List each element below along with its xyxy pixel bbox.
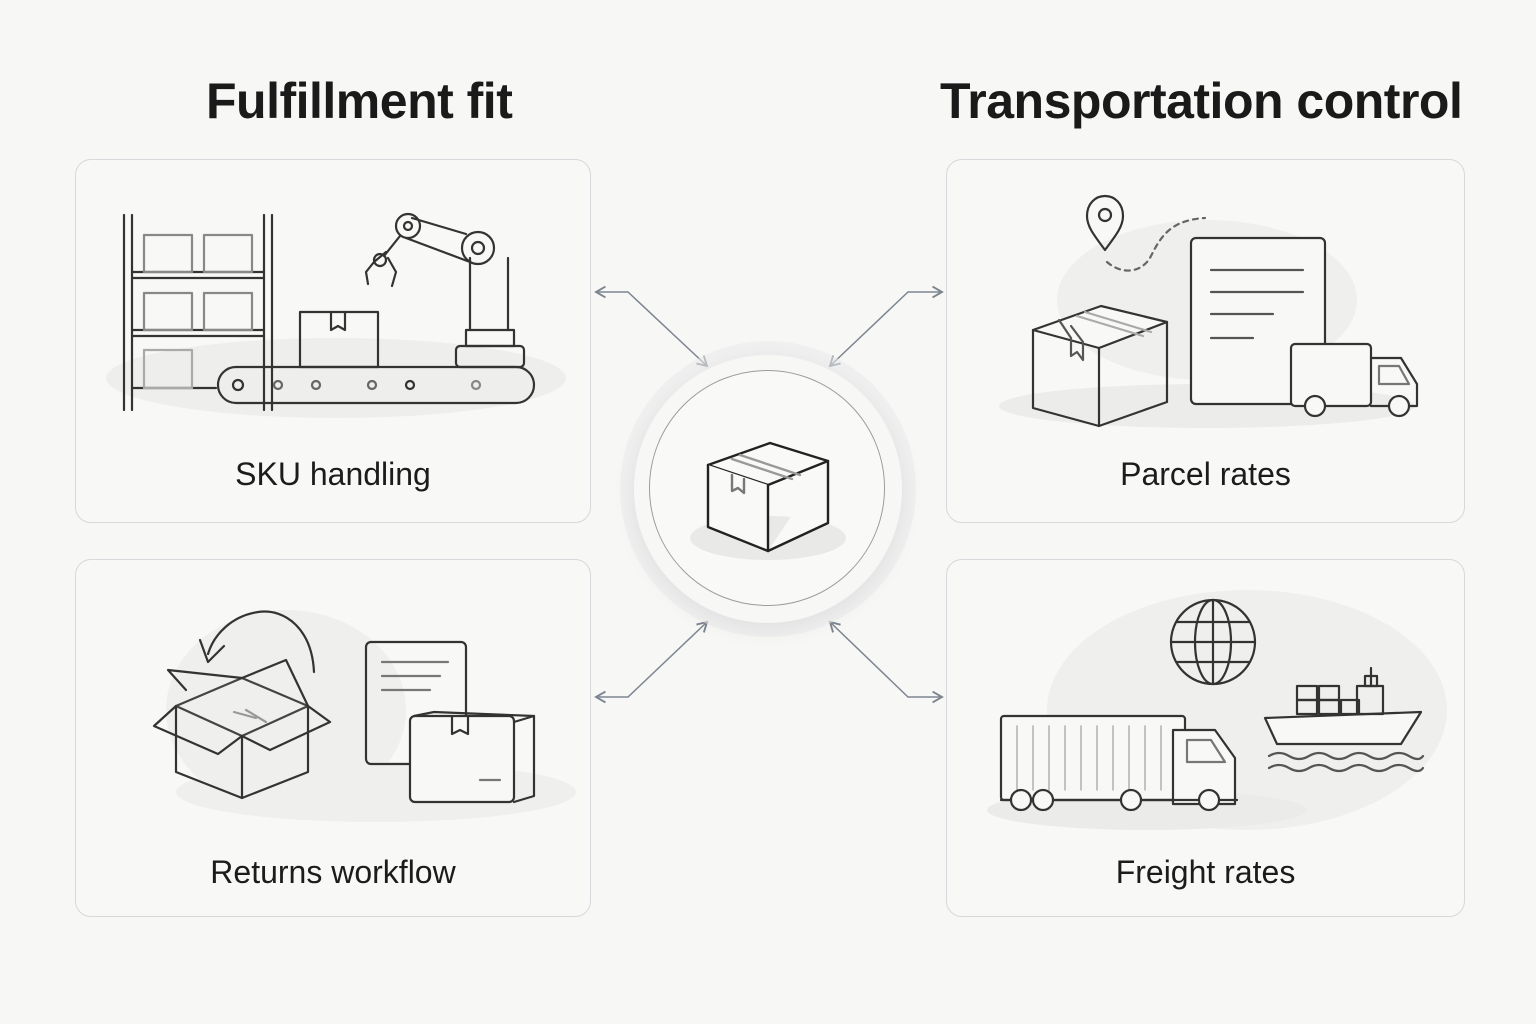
card-freight-rates: Freight rates — [946, 559, 1465, 917]
card-label: SKU handling — [235, 456, 431, 492]
connector-parcel — [828, 285, 944, 368]
parcel-route-truck-icon — [999, 194, 1419, 428]
heading-fulfillment-fit: Fulfillment fit — [206, 73, 513, 129]
connector-sku — [594, 285, 709, 368]
freight-truck-ship-icon — [987, 590, 1447, 830]
card-parcel-rates: Parcel rates — [946, 159, 1465, 523]
connector-freight — [828, 620, 944, 704]
connector-returns — [594, 620, 709, 704]
card-label: Freight rates — [1115, 854, 1296, 890]
package-box-icon — [690, 441, 846, 560]
card-sku-handling: SKU handling — [75, 159, 591, 523]
card-label: Returns workflow — [210, 854, 456, 890]
card-label: Parcel rates — [1120, 456, 1291, 492]
card-returns-workflow: Returns workflow — [75, 559, 591, 917]
warehouse-robot-conveyor-icon — [106, 212, 566, 418]
central-hub — [634, 355, 902, 623]
heading-transportation-control: Transportation control — [940, 73, 1463, 129]
returns-box-icon — [152, 610, 576, 822]
